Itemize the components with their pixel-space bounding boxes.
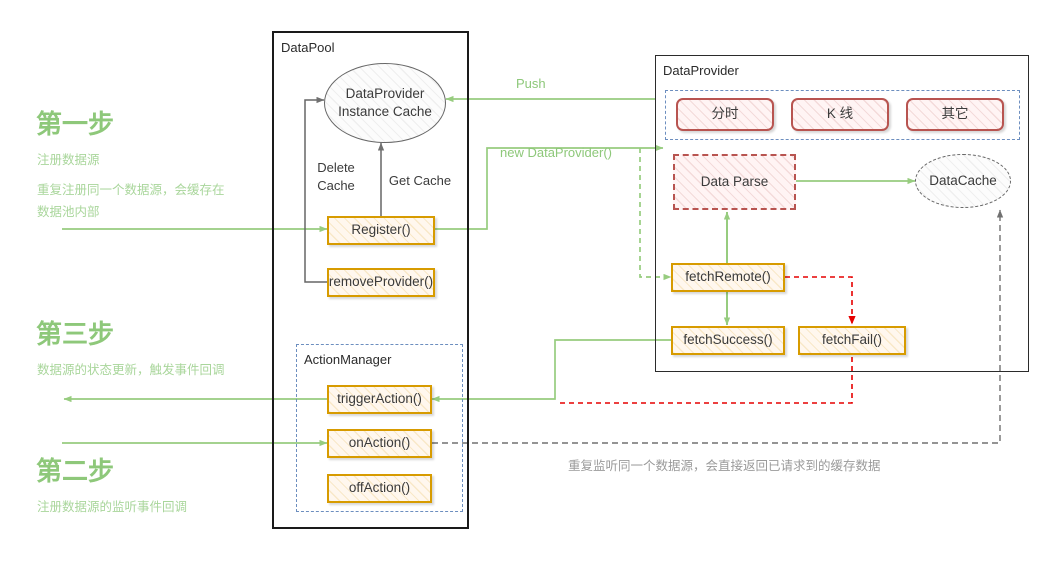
node-remove-provider[interactable]: removeProvider() [327,268,435,297]
step-2-desc: 注册数据源的监听事件回调 [37,500,188,514]
node-data-cache: DataCache [915,154,1011,208]
node-trigger-action[interactable]: triggerAction() [327,385,432,414]
container-actionmanager [296,344,463,512]
wire-delete-cache [304,96,330,283]
step-3-desc: 数据源的状态更新，触发事件回调 [37,363,225,377]
label-delete-cache-line-1: Delete [317,160,355,175]
instance-cache-line-1: DataProvider [345,86,425,102]
container-actionmanager-title: ActionManager [304,352,392,367]
edge-label-new-dataprovider: new DataProvider() [500,145,612,160]
node-fetch-fail[interactable]: fetchFail() [798,326,906,355]
wire-new-provider-to-fetchremote [639,148,672,281]
wire-onaction-to-datacache [432,209,1004,444]
node-dataprovider-instance-cache: DataProvider Instance Cache [324,63,446,143]
label-get-cache: Get Cache [388,173,452,188]
edge-label-push: Push [516,76,546,91]
wire-register-to-dataprovider [435,144,664,230]
chip-other[interactable]: 其它 [906,98,1004,131]
chip-kline[interactable]: K 线 [791,98,889,131]
label-delete-cache: Delete Cache [306,159,366,194]
step-1-desc: 注册数据源 重复注册同一个数据源，会缓存在 数据池内部 [37,150,252,224]
wire-fetchsuccess-to-triggeraction [431,339,671,403]
step-2-title: 第二步 [36,456,115,486]
node-register[interactable]: Register() [327,216,435,245]
wire-fetchremote-to-fetchfail [785,276,856,325]
node-on-action[interactable]: onAction() [327,429,432,458]
label-delete-cache-line-2: Cache [317,177,355,193]
step-1-desc-line-1: 注册数据源 [37,153,100,167]
wire-fetchfail-to-triggeraction [556,357,853,404]
step-1-desc-line-3: 数据池内部 [37,204,100,219]
node-fetch-success[interactable]: fetchSuccess() [671,326,785,355]
step-1-title: 第一步 [36,109,115,139]
instance-cache-line-2: Instance Cache [338,104,432,119]
node-off-action[interactable]: offAction() [327,474,432,503]
step-1-desc-line-2: 重复注册同一个数据源，会缓存在 [37,182,225,197]
node-fetch-remote[interactable]: fetchRemote() [671,263,785,292]
step-3-title: 第三步 [36,319,115,349]
container-dataprovider-title: DataProvider [663,63,739,78]
container-datapool [272,31,469,529]
container-provider-types [665,90,1020,140]
container-datapool-title: DataPool [281,40,335,55]
note-listen-cache: 重复监听同一个数据源，会直接返回已请求到的缓存数据 [568,459,881,473]
container-dataprovider [655,55,1029,372]
chip-fenshi[interactable]: 分时 [676,98,774,131]
node-data-parse: Data Parse [673,154,796,210]
